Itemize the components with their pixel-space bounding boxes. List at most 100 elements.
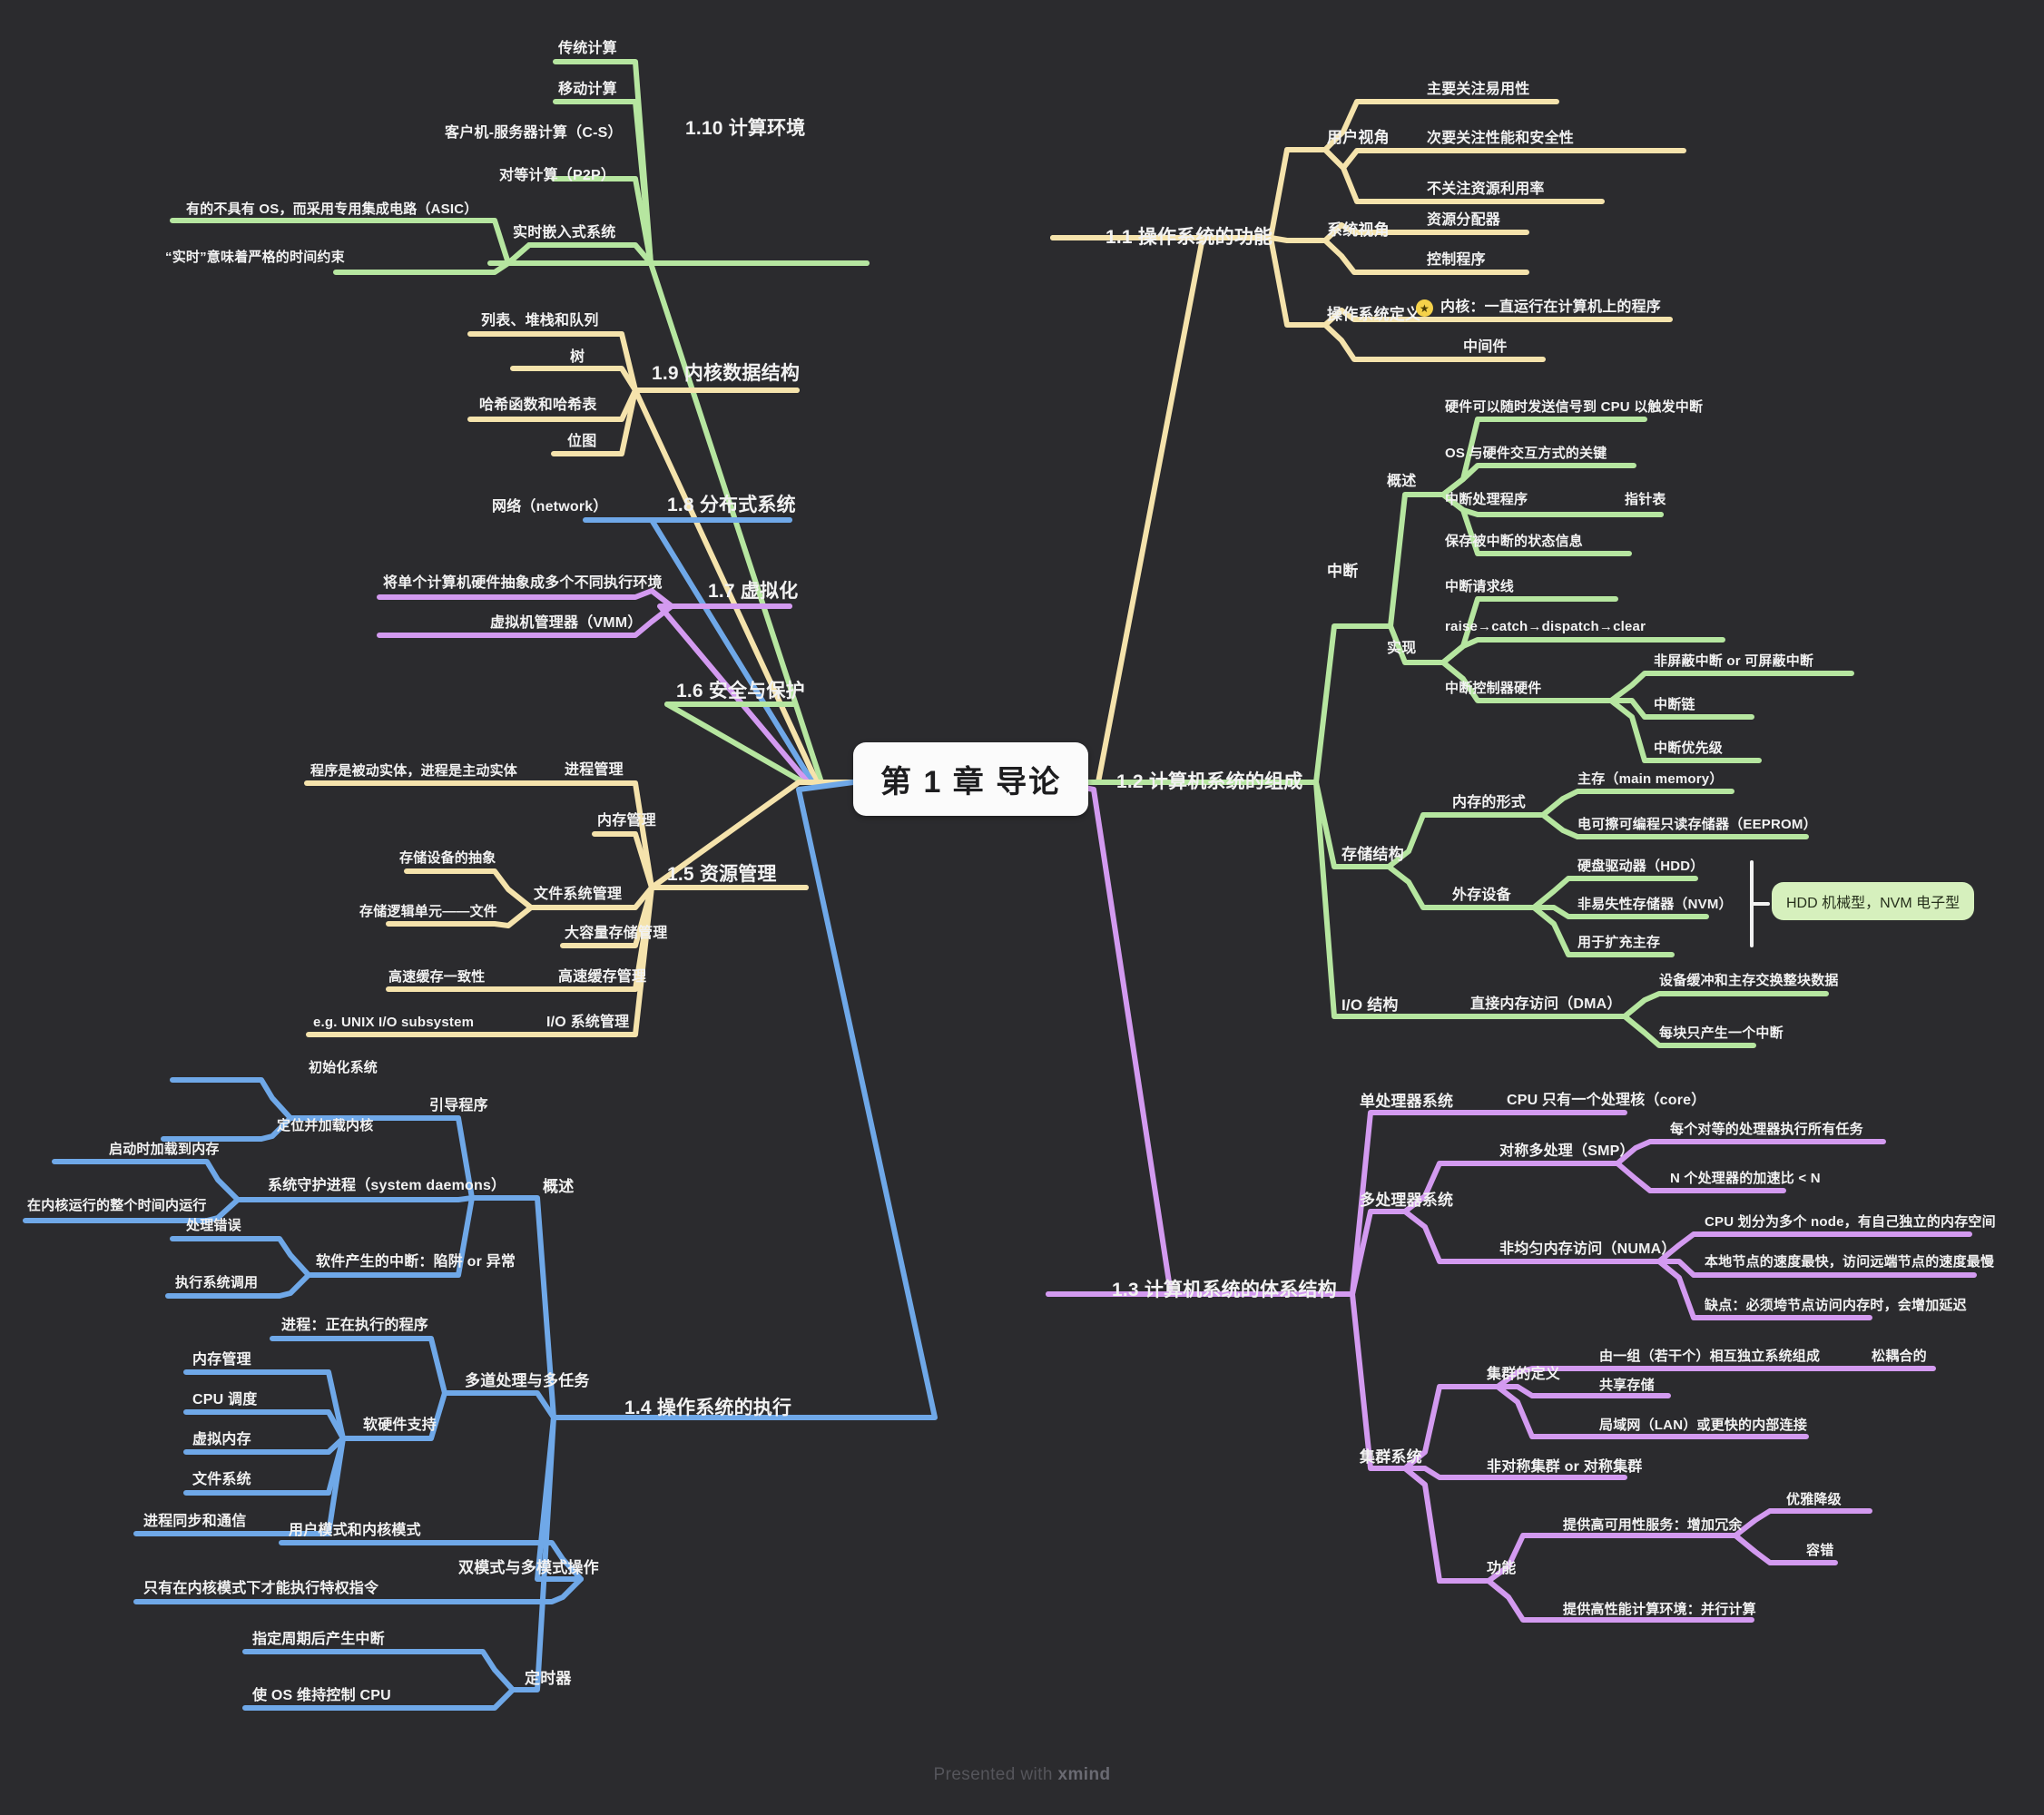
node-unix-io-subsystem[interactable]: e.g. UNIX I/O subsystem bbox=[313, 1015, 475, 1030]
node-cluster-system[interactable]: 集群系统 bbox=[1360, 1448, 1422, 1466]
node-memory-management-15[interactable]: 内存管理 bbox=[597, 813, 656, 829]
node-os-definition[interactable]: 操作系统定义 bbox=[1327, 306, 1421, 323]
node-tree[interactable]: 树 bbox=[570, 349, 585, 365]
node-numa-nodes[interactable]: CPU 划分为多个 node，有自己独立的内存空间 bbox=[1705, 1214, 1996, 1230]
node-irq-line[interactable]: 中断请求线 bbox=[1445, 579, 1515, 594]
node-interrupt-impl[interactable]: 实现 bbox=[1387, 641, 1417, 656]
branch-1-2[interactable]: 1.2 计算机系统的组成 bbox=[1116, 771, 1303, 792]
node-user-kernel-mode[interactable]: 用户模式和内核模式 bbox=[289, 1523, 421, 1538]
node-mobile-computing[interactable]: 移动计算 bbox=[558, 82, 617, 97]
node-cpu-scheduling[interactable]: CPU 调度 bbox=[192, 1392, 258, 1408]
node-storage-abstraction[interactable]: 存储设备的抽象 bbox=[399, 850, 496, 866]
node-system-view[interactable]: 系统视角 bbox=[1327, 221, 1390, 239]
branch-1-7[interactable]: 1.7 虚拟化 bbox=[708, 581, 799, 602]
node-extend-main-memory[interactable]: 用于扩充主存 bbox=[1577, 935, 1661, 950]
node-init-system[interactable]: 初始化系统 bbox=[309, 1060, 378, 1075]
node-process-sync[interactable]: 进程同步和通信 bbox=[143, 1514, 247, 1529]
node-vmm[interactable]: 虚拟机管理器（VMM） bbox=[490, 615, 643, 631]
node-dual-mode[interactable]: 双模式与多模式操作 bbox=[458, 1559, 599, 1576]
node-client-server[interactable]: 客户机-服务器计算（C-S） bbox=[445, 125, 623, 141]
node-interrupt-priority[interactable]: 中断优先级 bbox=[1654, 741, 1724, 756]
node-interrupt-handler[interactable]: 中断处理程序 bbox=[1445, 492, 1528, 507]
node-filesystem-14[interactable]: 文件系统 bbox=[192, 1472, 251, 1487]
branch-1-9[interactable]: 1.9 内核数据结构 bbox=[652, 363, 801, 384]
node-eeprom[interactable]: 电可擦可编程只读存储器（EEPROM） bbox=[1577, 817, 1817, 832]
node-asym-sym-cluster[interactable]: 非对称集群 or 对称集群 bbox=[1487, 1459, 1643, 1475]
node-network[interactable]: 网络（network） bbox=[492, 499, 608, 515]
node-storage-structure[interactable]: 存储结构 bbox=[1341, 846, 1404, 863]
node-process-management[interactable]: 进程管理 bbox=[565, 762, 624, 778]
node-secondary-storage[interactable]: 外存设备 bbox=[1452, 888, 1511, 903]
node-shared-storage[interactable]: 共享存储 bbox=[1599, 1378, 1655, 1393]
node-no-resource-util[interactable]: 不关注资源利用率 bbox=[1427, 182, 1545, 197]
node-virtualize-abstraction[interactable]: 将单个计算机硬件抽象成多个不同执行环境 bbox=[383, 575, 663, 591]
node-storage-logical-unit[interactable]: 存储逻辑单元——文件 bbox=[359, 904, 498, 919]
node-io-system-management[interactable]: I/O 系统管理 bbox=[546, 1015, 630, 1030]
root-node[interactable]: 第 1 章 导论 bbox=[853, 742, 1089, 816]
node-hash[interactable]: 哈希函数和哈希表 bbox=[479, 397, 597, 413]
node-p2p[interactable]: 对等计算（P2P） bbox=[499, 168, 616, 183]
node-os-keeps-cpu[interactable]: 使 OS 维持控制 CPU bbox=[252, 1688, 391, 1703]
node-timer[interactable]: 定时器 bbox=[525, 1670, 572, 1687]
node-device-buffer[interactable]: 设备缓冲和主存交换整块数据 bbox=[1659, 973, 1839, 988]
node-loosely-coupled[interactable]: 松耦合的 bbox=[1872, 1349, 1927, 1364]
node-numa-local-speed[interactable]: 本地节点的速度最快，访问远端节点的速度最慢 bbox=[1705, 1254, 1995, 1270]
node-control-program[interactable]: 控制程序 bbox=[1427, 252, 1486, 268]
node-pointer-table[interactable]: 指针表 bbox=[1625, 492, 1666, 507]
node-interrupt-chain[interactable]: 中断链 bbox=[1654, 697, 1695, 712]
node-load-at-boot[interactable]: 启动时加载到内存 bbox=[109, 1142, 220, 1157]
node-nmi-maskable[interactable]: 非屏蔽中断 or 可屏蔽中断 bbox=[1654, 653, 1814, 669]
node-hw-sw-support[interactable]: 软硬件支持 bbox=[363, 1418, 437, 1433]
node-single-processor[interactable]: 单处理器系统 bbox=[1360, 1093, 1454, 1110]
node-software-interrupt[interactable]: 软件产生的中断：陷阱 or 异常 bbox=[316, 1254, 516, 1270]
branch-1-10[interactable]: 1.10 计算环境 bbox=[685, 118, 806, 139]
node-usability-primary[interactable]: 主要关注易用性 bbox=[1427, 82, 1530, 97]
node-hdd[interactable]: 硬盘驱动器（HDD） bbox=[1577, 858, 1705, 874]
node-smp[interactable]: 对称多处理（SMP） bbox=[1499, 1143, 1635, 1159]
node-cluster-independent-systems[interactable]: 由一组（若干个）相互独立系统组成 bbox=[1599, 1349, 1821, 1364]
node-hw-signal-cpu[interactable]: 硬件可以随时发送信号到 CPU 以触发中断 bbox=[1445, 399, 1704, 415]
node-raise-catch-dispatch-clear[interactable]: raise→catch→dispatch→clear bbox=[1445, 619, 1646, 634]
node-user-view[interactable]: 用户视角 bbox=[1327, 129, 1390, 146]
node-perf-security-secondary[interactable]: 次要关注性能和安全性 bbox=[1427, 131, 1575, 146]
node-nvm[interactable]: 非易失性存储器（NVM） bbox=[1577, 897, 1733, 912]
node-memory-forms[interactable]: 内存的形式 bbox=[1452, 795, 1527, 810]
node-traditional-computing[interactable]: 传统计算 bbox=[558, 41, 617, 56]
node-virtual-memory[interactable]: 虚拟内存 bbox=[192, 1432, 251, 1447]
node-hpc-parallel[interactable]: 提供高性能计算环境：并行计算 bbox=[1563, 1602, 1756, 1617]
node-high-availability[interactable]: 提供高可用性服务：增加冗余 bbox=[1563, 1517, 1743, 1533]
node-list-stack-queue[interactable]: 列表、堆栈和队列 bbox=[481, 313, 599, 329]
node-run-whole-time[interactable]: 在内核运行的整个时间内运行 bbox=[27, 1198, 207, 1213]
node-graceful-degradation[interactable]: 优雅降级 bbox=[1786, 1492, 1842, 1507]
node-numa-drawback[interactable]: 缺点：必须垮节点访问内存时，会增加延迟 bbox=[1705, 1298, 1967, 1313]
branch-1-1[interactable]: 1.1 操作系统的功能 bbox=[1106, 227, 1273, 248]
node-locate-load-kernel[interactable]: 定位并加载内核 bbox=[277, 1118, 374, 1133]
branch-1-8[interactable]: 1.8 分布式系统 bbox=[667, 495, 796, 515]
callout-hdd-nvm[interactable]: HDD 机械型，NVM 电子型 bbox=[1772, 882, 1975, 920]
node-process-def[interactable]: 进程：正在执行的程序 bbox=[281, 1318, 429, 1333]
node-syscall[interactable]: 执行系统调用 bbox=[175, 1275, 259, 1290]
branch-1-6[interactable]: 1.6 安全与保护 bbox=[676, 681, 805, 701]
node-one-interrupt-per-block[interactable]: 每块只产生一个中断 bbox=[1659, 1025, 1784, 1041]
node-privileged-instruction[interactable]: 只有在内核模式下才能执行特权指令 bbox=[143, 1581, 379, 1596]
node-realtime-embedded[interactable]: 实时嵌入式系统 bbox=[513, 225, 616, 240]
branch-1-4[interactable]: 1.4 操作系统的执行 bbox=[624, 1398, 792, 1418]
node-save-state[interactable]: 保存被中断的状态信息 bbox=[1445, 534, 1584, 549]
node-filesystem-management[interactable]: 文件系统管理 bbox=[534, 887, 623, 902]
node-realtime-meaning[interactable]: “实时”意味着严格的时间约束 bbox=[165, 250, 345, 265]
node-system-daemons[interactable]: 系统守护进程（system daemons） bbox=[268, 1178, 506, 1193]
node-overview-14[interactable]: 概述 bbox=[543, 1178, 575, 1195]
node-lan[interactable]: 局域网（LAN）或更快的内部连接 bbox=[1599, 1418, 1808, 1433]
node-cache-management[interactable]: 高速缓存管理 bbox=[558, 969, 647, 985]
node-timer-interrupt[interactable]: 指定周期后产生中断 bbox=[252, 1632, 385, 1647]
node-interrupt-overview[interactable]: 概述 bbox=[1387, 474, 1417, 489]
node-speedup[interactable]: N 个处理器的加速比 < N bbox=[1670, 1171, 1821, 1186]
node-cache-coherence[interactable]: 高速缓存一致性 bbox=[388, 969, 486, 985]
node-single-core[interactable]: CPU 只有一个处理核（core） bbox=[1507, 1093, 1706, 1108]
node-mass-storage-management[interactable]: 大容量存储管理 bbox=[565, 926, 668, 941]
branch-1-5[interactable]: 1.5 资源管理 bbox=[667, 864, 777, 885]
node-handle-error[interactable]: 处理错误 bbox=[186, 1218, 241, 1233]
node-dma[interactable]: 直接内存访问（DMA） bbox=[1470, 996, 1622, 1012]
node-middleware[interactable]: 中间件 bbox=[1463, 339, 1508, 355]
node-asic[interactable]: 有的不具有 OS，而采用专用集成电路（ASIC） bbox=[186, 201, 478, 217]
